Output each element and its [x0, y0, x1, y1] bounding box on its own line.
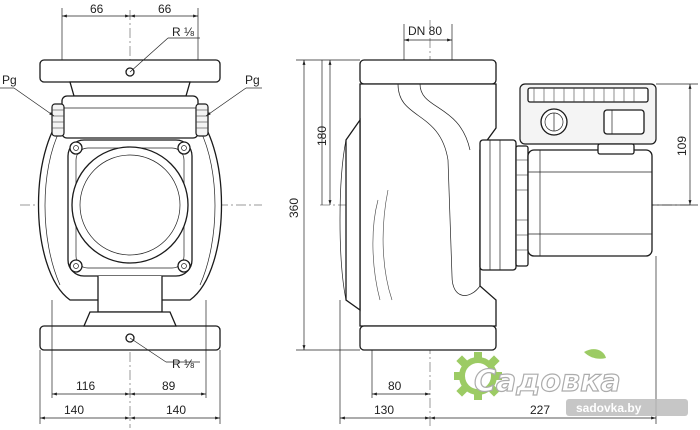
dim-227: 227 [530, 403, 550, 417]
gear-icon [454, 352, 502, 400]
side-view: DN 80 360 180 109 80 130 227 [287, 20, 698, 428]
motor-circle [71, 146, 189, 264]
pg-left-label: Pg [2, 73, 17, 87]
pg-right-label: Pg [245, 73, 260, 87]
dn-label: DN 80 [408, 24, 442, 38]
watermark: Садовка sadovka.by [454, 349, 688, 416]
brand-name: Садовка [474, 364, 621, 399]
dim-130: 130 [374, 403, 394, 417]
dim-bottom-116: 116 [76, 379, 95, 393]
dim-top-right: 66 [158, 2, 172, 16]
port-bottom-label: R ⅛ [172, 357, 195, 371]
dim-bottom-140-right: 140 [166, 403, 186, 417]
dim-bottom-140-left: 140 [64, 403, 84, 417]
side-top-flange [359, 59, 497, 85]
leaf-icon [584, 349, 606, 359]
side-bottom-flange [359, 325, 497, 351]
brand-url: sadovka.by [576, 401, 642, 415]
motor-body [527, 149, 653, 257]
dim-bottom-89: 89 [162, 379, 176, 393]
dim-109: 109 [675, 136, 689, 156]
dim-180: 180 [315, 126, 329, 146]
dim-top-left: 66 [90, 2, 104, 16]
port-top-label: R ⅛ [172, 25, 195, 39]
dim-80: 80 [388, 379, 402, 393]
front-view: 66 66 R ⅛ Pg Pg R ⅛ 116 89 140 140 [0, 2, 262, 428]
dim-360: 360 [287, 198, 301, 218]
side-body [359, 83, 497, 327]
